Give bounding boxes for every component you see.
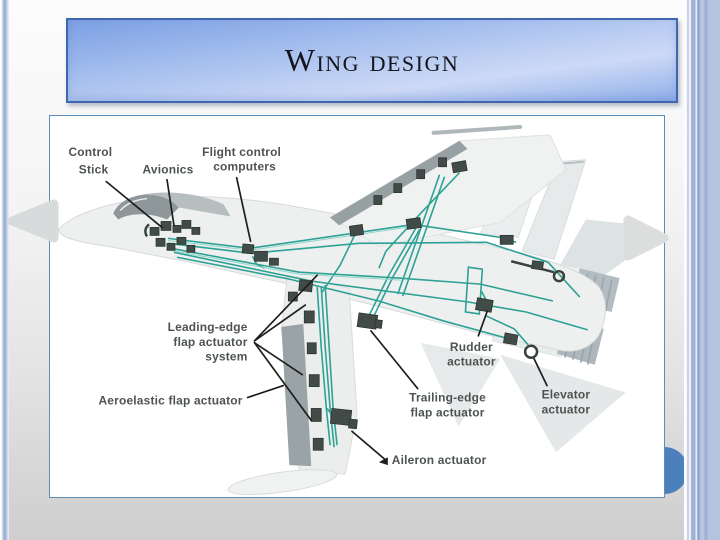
label-aileron-line1: Aileron actuator [392, 453, 487, 467]
label-aeroelastic-flap: Aeroelastic flap actuator [98, 393, 242, 407]
label-rudder-line1: Rudder [450, 340, 493, 354]
control-system-lines [167, 172, 589, 448]
label-leading-edge-line2: flap actuator [173, 335, 247, 349]
left-edge-stripe-decor [0, 0, 9, 540]
aircraft-diagram: Control Stick Avionics Flight control co… [58, 124, 633, 496]
label-leading-edge-flap: Leading-edge flap actuator system [168, 320, 248, 364]
label-control-stick-line1: Control [69, 145, 113, 159]
label-trailing-edge-line2: flap actuator [410, 405, 484, 419]
chevron-left-icon [7, 199, 59, 243]
label-elevator-actuator: Elevator actuator [542, 388, 591, 417]
label-avionics: Avionics [143, 163, 194, 177]
label-leading-edge-line1: Leading-edge [168, 320, 248, 334]
label-avionics-line1: Avionics [143, 163, 194, 177]
label-elevator-line2: actuator [542, 402, 591, 416]
content-panel: Control Stick Avionics Flight control co… [49, 115, 665, 498]
chevron-right-icon [623, 215, 669, 261]
page-title: Wing design [284, 42, 460, 78]
label-trailing-edge-line1: Trailing-edge [409, 391, 486, 405]
leader-lines [105, 176, 548, 466]
label-fcc-line1: Flight control [202, 145, 281, 159]
label-rudder-actuator: Rudder actuator [447, 340, 496, 369]
label-control-stick: Control Stick [69, 145, 113, 177]
diagram-labels: Control Stick Avionics Flight control co… [69, 145, 591, 467]
aircraft-silhouette [58, 124, 633, 496]
right-edge-stripe-decor [684, 0, 720, 540]
label-fcc-line2: computers [213, 160, 276, 174]
actuator-components [144, 157, 566, 451]
label-aeroelastic-line1: Aeroelastic flap actuator [98, 393, 242, 407]
label-rudder-line2: actuator [447, 355, 496, 369]
label-trailing-edge-flap: Trailing-edge flap actuator [409, 391, 486, 420]
title-bar: Wing design [66, 18, 678, 103]
label-leading-edge-line3: system [205, 350, 247, 364]
label-aileron-actuator: Aileron actuator [392, 453, 487, 467]
label-elevator-line1: Elevator [542, 388, 591, 402]
label-flight-control-computers: Flight control computers [202, 145, 281, 174]
label-control-stick-line2: Stick [79, 163, 109, 177]
